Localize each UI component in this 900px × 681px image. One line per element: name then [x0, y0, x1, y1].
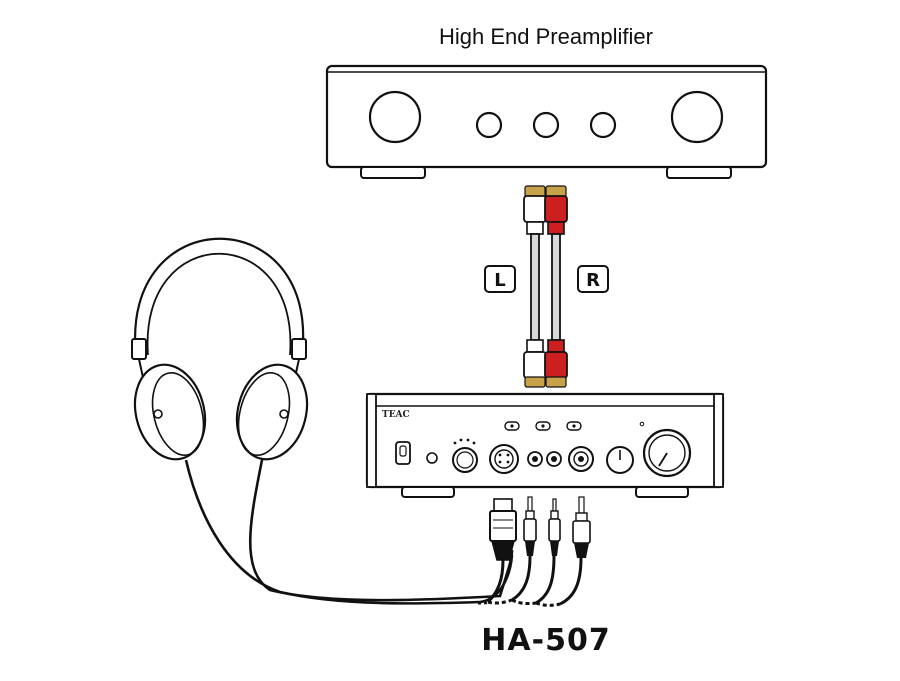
dashed-link-3: [511, 598, 537, 606]
headband-inner: [146, 253, 292, 356]
headphone-cable-join: [479, 554, 514, 604]
amp-foot-left: [401, 486, 455, 498]
left-channel-label: L: [484, 265, 516, 293]
rca-plug-top-right: [544, 195, 568, 223]
amp-brand-logo: TEAC: [382, 410, 410, 420]
amp-side-panel-right: [713, 393, 724, 488]
rca-wire-right: [551, 233, 561, 341]
preamplifier: [325, 64, 768, 179]
small-button: [426, 452, 438, 464]
headphone-amplifier: TEAC: [365, 392, 725, 498]
preamp-button-3: [589, 111, 617, 139]
phone-cable: [559, 557, 583, 606]
preamp-button-2: [532, 111, 560, 139]
earcup-pivot-right: [279, 409, 289, 419]
earcup-right: [235, 363, 309, 461]
rca-plug-bottom-right: [544, 351, 568, 379]
rca-tip-bottom-right: [545, 376, 567, 388]
rca-boot-top-right: [547, 221, 565, 235]
left-label-text: L: [494, 270, 505, 291]
preamp-button-1: [475, 111, 503, 139]
dashed-link-1: [477, 600, 491, 605]
right-channel-label: R: [577, 265, 609, 293]
rca-cable-right: [544, 185, 568, 388]
rca-cable-left: [523, 185, 547, 388]
rca-boot-bottom-right: [547, 339, 565, 353]
headband-slider-left: [131, 338, 147, 360]
rca-boot-top-left: [526, 221, 544, 235]
preamp-foot-right: [666, 166, 732, 179]
balanced-cable-2: [535, 555, 556, 605]
earcup-left: [133, 363, 207, 461]
dashed-link-4: [535, 601, 561, 607]
indicator-dot: [639, 421, 645, 427]
amp-foot-right: [635, 486, 689, 498]
headband-slider-right: [291, 338, 307, 360]
right-label-text: R: [586, 270, 600, 291]
dashed-link-2: [487, 598, 513, 605]
headband-outer: [134, 237, 305, 356]
earpad-right: [237, 372, 291, 456]
rca-plug-top-left: [523, 195, 547, 223]
preamp-knob-right: [670, 90, 724, 144]
earpad-left: [151, 372, 205, 456]
headphones-icon: [131, 237, 309, 461]
rca-tip-bottom-left: [524, 376, 546, 388]
preamp-knob-left: [368, 90, 422, 144]
preamp-foot-left: [360, 166, 426, 179]
rca-plug-bottom-left: [523, 351, 547, 379]
earcup-pivot-left: [153, 409, 163, 419]
xlr-plug: [489, 498, 517, 561]
balanced-plug-2: [548, 498, 561, 556]
amp-model-label: HA-507: [481, 623, 610, 658]
rca-wire-left: [530, 233, 540, 341]
preamp-title: High End Preamplifier: [439, 24, 653, 49]
balanced-plug-1: [523, 496, 537, 556]
amp-side-panel-left: [366, 393, 377, 488]
xlr-cable: [486, 559, 505, 604]
phone-plug: [572, 496, 591, 558]
balanced-cable-1: [511, 555, 532, 602]
rca-boot-bottom-left: [526, 339, 544, 353]
